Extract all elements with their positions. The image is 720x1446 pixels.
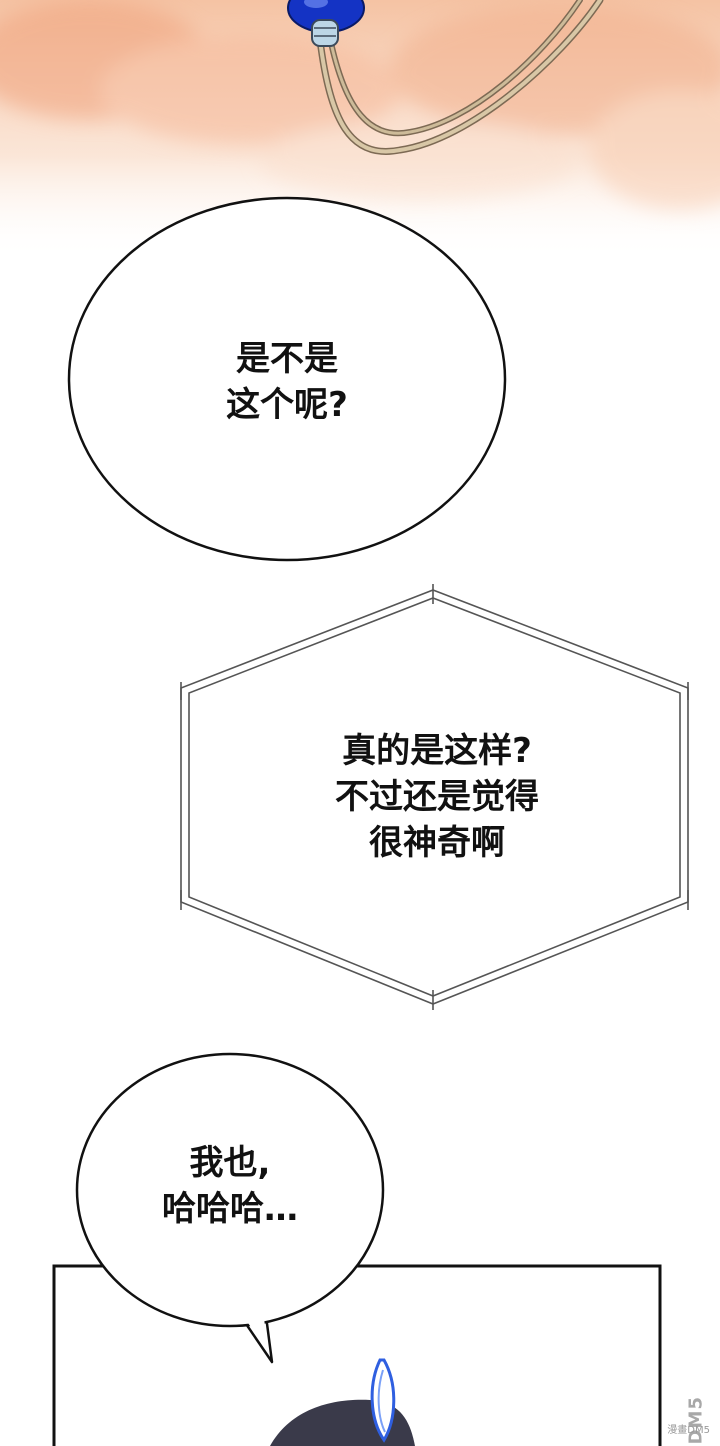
speech-bubble-1 xyxy=(67,196,507,562)
watermark-site: 漫畫DM5 xyxy=(667,1425,710,1436)
speech-bubble-3 xyxy=(75,1052,385,1364)
bubble-1-line-1: 是不是 xyxy=(236,339,338,379)
bubble-2-line-2: 不过还是觉得 xyxy=(335,777,539,817)
bead-ornament xyxy=(287,0,604,155)
bubble-2-text: 真的是这样? 不过还是觉得 很神奇啊 xyxy=(297,728,577,866)
thought-bubble-2 xyxy=(180,584,689,1010)
bubble-3-line-2: 哈哈哈… xyxy=(162,1189,298,1229)
bubble-3-text: 我也, 哈哈哈… xyxy=(130,1140,330,1232)
watermark: DM5 漫畫DM5 xyxy=(654,1306,714,1444)
bubble-1-line-2: 这个呢? xyxy=(226,385,348,425)
bubble-2-line-3: 很神奇啊 xyxy=(369,823,505,863)
bubble-1-text: 是不是 这个呢? xyxy=(187,336,387,428)
bubble-2-line-1: 真的是这样? xyxy=(342,731,532,771)
bubble-3-line-1: 我也, xyxy=(189,1143,271,1183)
character-head xyxy=(270,1358,415,1446)
